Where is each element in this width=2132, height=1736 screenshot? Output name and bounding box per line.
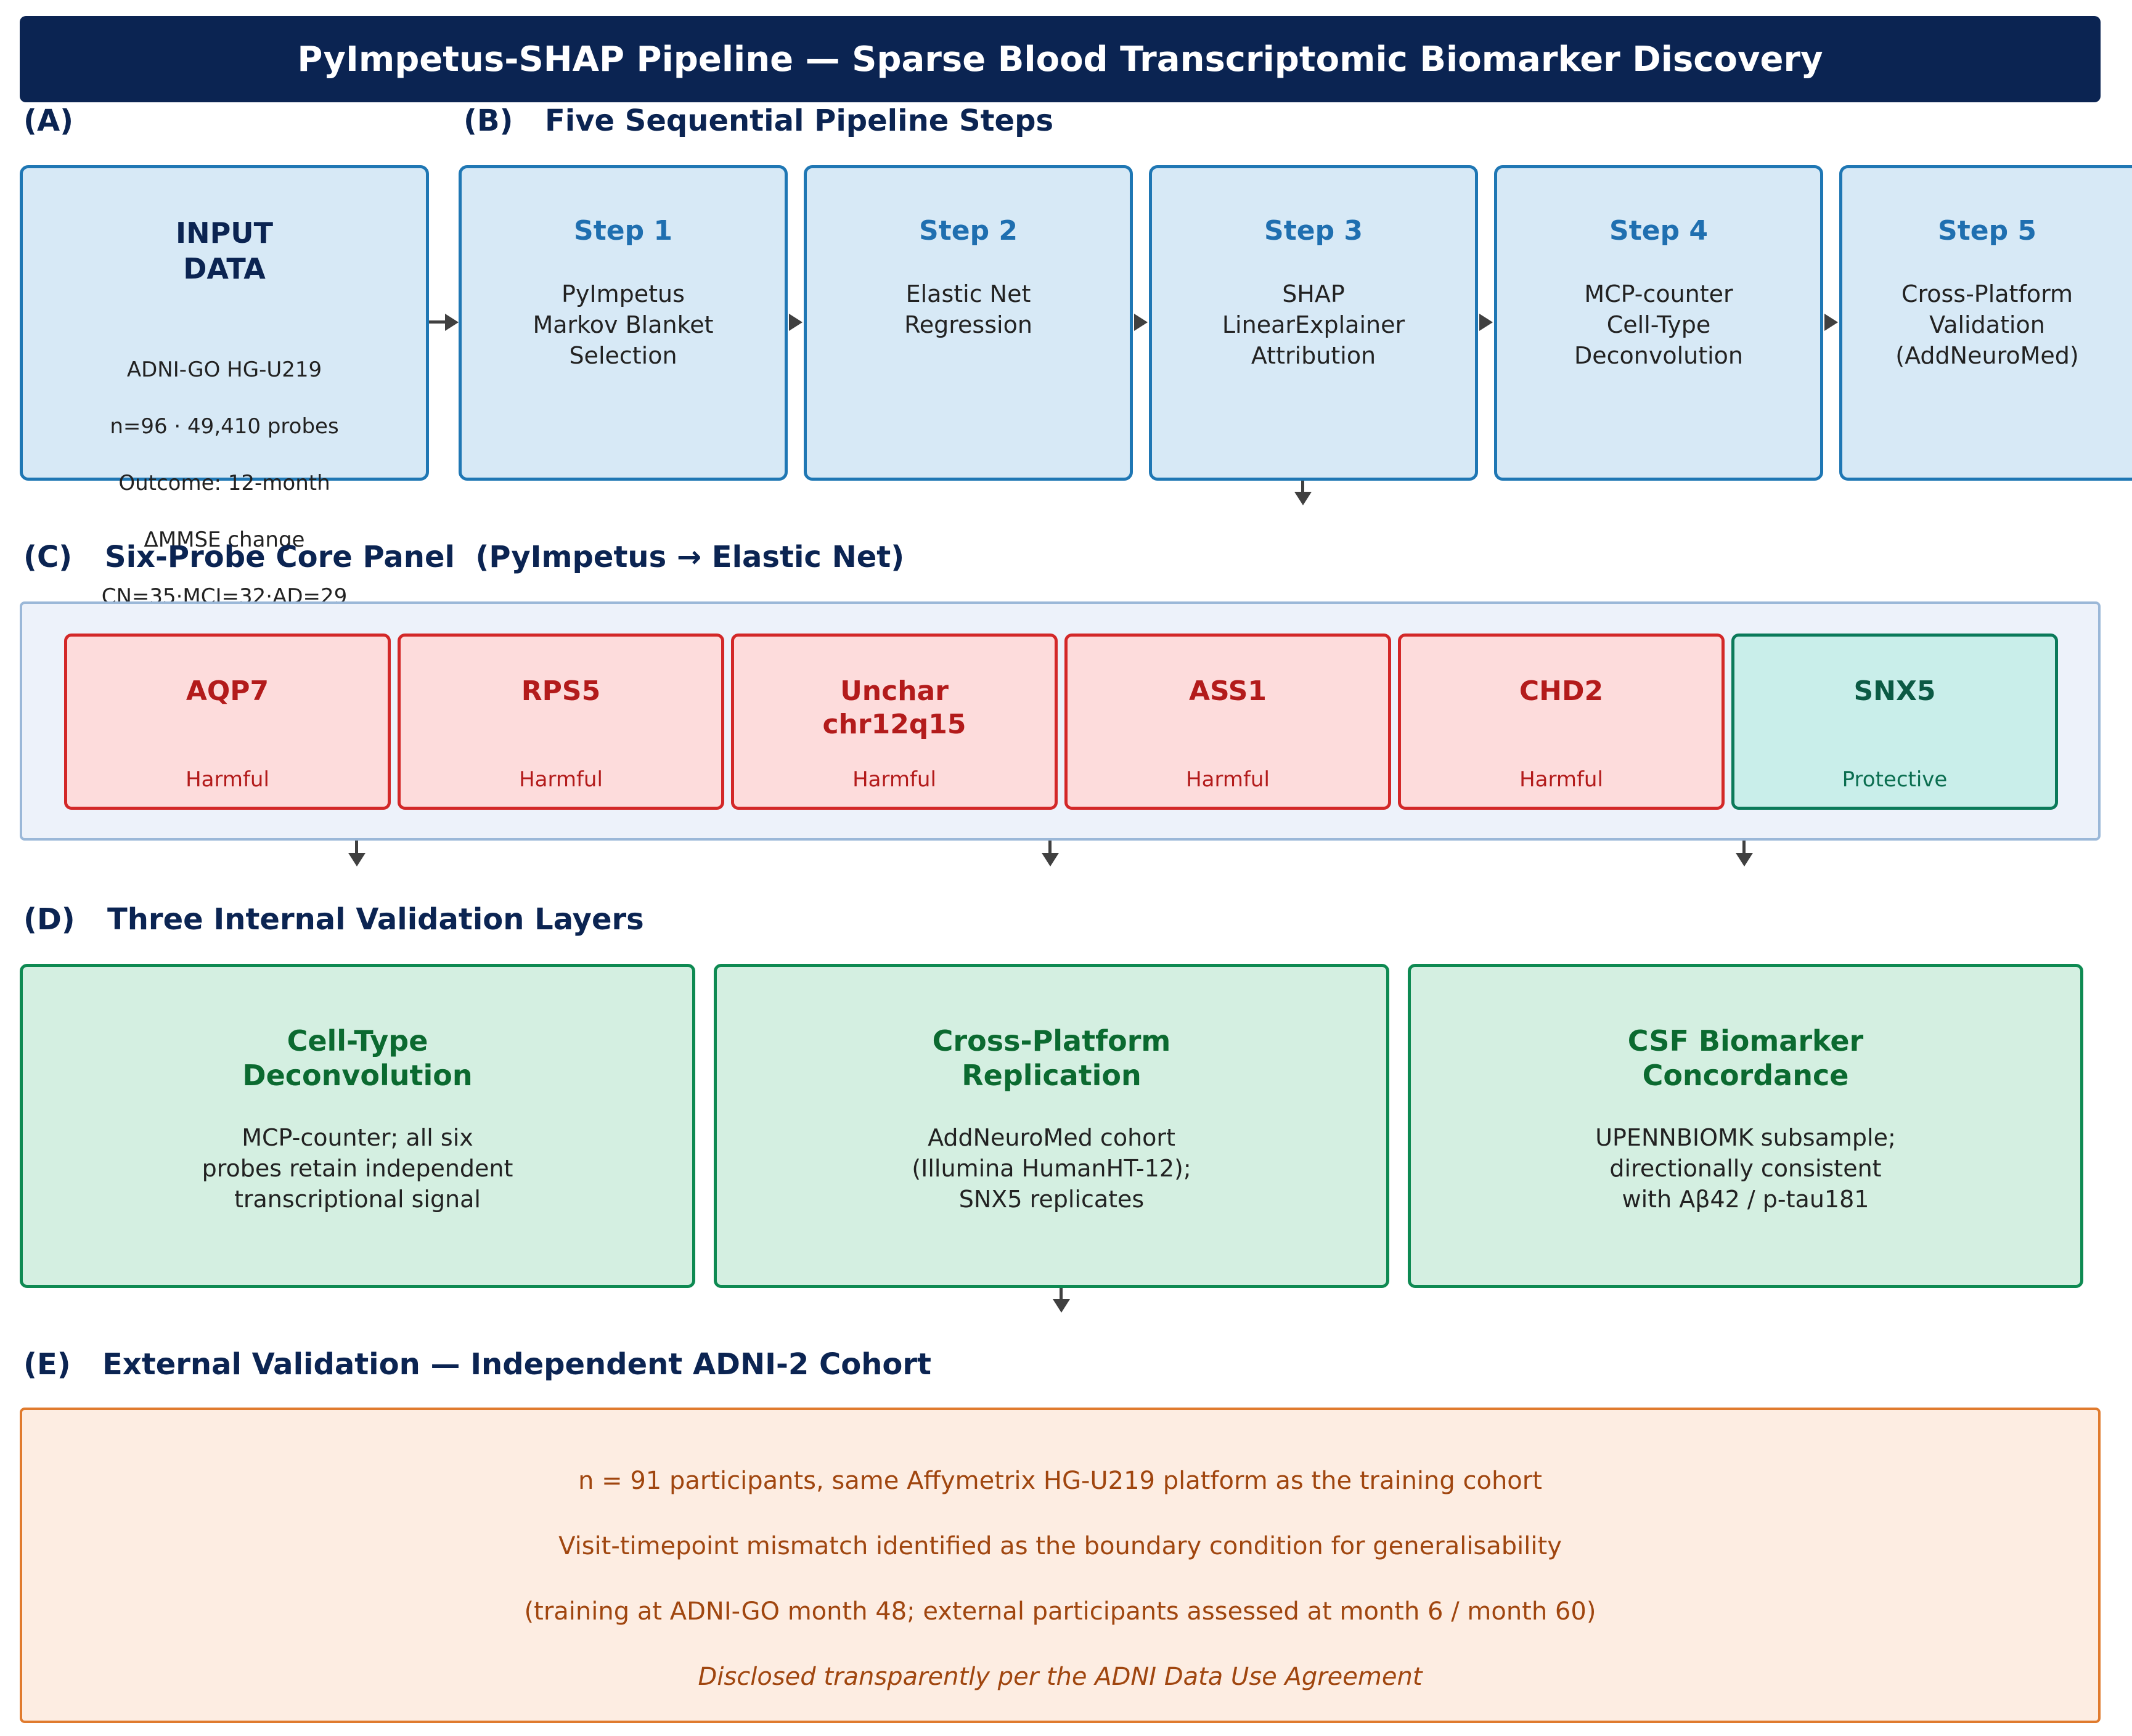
panel-a-label: (A)	[23, 104, 74, 138]
probe-name: RPS5	[521, 675, 601, 707]
panel-d-title: Three Internal Validation Layers	[107, 902, 644, 937]
title-banner: PyImpetus-SHAP Pipeline — Sparse Blood T…	[20, 16, 2101, 102]
arrow-input-to-step1	[429, 314, 459, 331]
panel-c-label: (C)	[23, 540, 73, 574]
step-1-description: PyImpetus Markov Blanket Selection	[533, 280, 714, 369]
step-2-box: Step 2 Elastic Net Regression	[804, 165, 1133, 481]
external-line: (training at ADNI-GO month 48; external …	[524, 1597, 1596, 1626]
probe-name: CHD2	[1519, 675, 1604, 707]
input-line: n=96 · 49,410 probes	[110, 414, 339, 439]
step-2-title: Step 2	[919, 215, 1018, 247]
probe-effect: Protective	[1842, 767, 1948, 792]
input-data-box: INPUT DATA ADNI-GO HG-U219 n=96 · 49,410…	[20, 165, 429, 609]
probe-effect: Harmful	[1186, 767, 1270, 792]
arrow-panel-to-validation-1	[348, 841, 366, 866]
arrow-step3-to-step4	[1478, 314, 1494, 331]
input-data-title: INPUT DATA	[175, 216, 274, 285]
input-line: ADNI-GO HG-U219	[126, 357, 322, 382]
step-5-description: Cross-Platform Validation (AddNeuroMed)	[1895, 280, 2079, 369]
validation-box-cross-platform: Cross-Platform Replication AddNeuroMed c…	[714, 964, 1389, 1288]
step-1-box: Step 1 PyImpetus Markov Blanket Selectio…	[459, 165, 788, 481]
validation-title: Cell-Type Deconvolution	[242, 1024, 473, 1092]
step-3-box: Step 3 SHAP LinearExplainer Attribution	[1149, 165, 1478, 481]
arrow-step4-to-step5	[1823, 314, 1839, 331]
arrow-panel-to-validation-3	[1736, 841, 1753, 866]
arrow-steps-to-panel	[1294, 481, 1312, 505]
probe-card-chd2: CHD2 Harmful	[1398, 634, 1725, 810]
external-line: Visit-timepoint mismatch identified as t…	[558, 1532, 1562, 1560]
step-3-title: Step 3	[1264, 215, 1363, 247]
panel-d-label: (D)	[23, 902, 75, 937]
arrow-panel-to-validation-2	[1042, 841, 1059, 866]
input-line: ΔMMSE change	[144, 528, 305, 552]
validation-description: UPENNBIOMK subsample; directionally cons…	[1595, 1124, 1896, 1213]
probe-effect: Harmful	[1519, 767, 1603, 792]
probe-name: SNX5	[1853, 675, 1936, 707]
validation-description: MCP-counter; all six probes retain indep…	[202, 1124, 513, 1213]
panel-e-label: (E)	[23, 1347, 71, 1382]
panel-b-label: (B)	[464, 104, 513, 138]
probe-name: AQP7	[186, 675, 269, 707]
step-5-box: Step 5 Cross-Platform Validation (AddNeu…	[1839, 165, 2132, 481]
validation-description: AddNeuroMed cohort (Illumina HumanHT-12)…	[912, 1124, 1191, 1213]
step-3-description: SHAP LinearExplainer Attribution	[1222, 280, 1405, 369]
arrow-step2-to-step3	[1133, 314, 1149, 331]
step-5-title: Step 5	[1938, 215, 2036, 247]
arrow-validation-to-external	[1053, 1288, 1070, 1313]
external-line: n = 91 participants, same Affymetrix HG-…	[578, 1467, 1542, 1495]
probe-effect: Harmful	[852, 767, 936, 792]
step-4-description: MCP-counter Cell-Type Deconvolution	[1574, 280, 1744, 369]
validation-box-deconvolution: Cell-Type Deconvolution MCP-counter; all…	[20, 964, 695, 1288]
probe-name: ASS1	[1188, 675, 1267, 707]
probe-effect: Harmful	[519, 767, 603, 792]
step-4-title: Step 4	[1609, 215, 1708, 247]
probe-card-rps5: RPS5 Harmful	[398, 634, 724, 810]
probe-card-unchar-chr12q15: Unchar chr12q15 Harmful	[731, 634, 1058, 810]
external-validation-box: n = 91 participants, same Affymetrix HG-…	[20, 1408, 2101, 1723]
step-4-box: Step 4 MCP-counter Cell-Type Deconvoluti…	[1494, 165, 1823, 481]
probe-effect: Harmful	[186, 767, 269, 792]
step-1-title: Step 1	[574, 215, 672, 247]
validation-title: Cross-Platform Replication	[932, 1024, 1171, 1092]
external-note: Disclosed transparently per the ADNI Dat…	[698, 1663, 1423, 1691]
panel-e-title: External Validation — Independent ADNI-2…	[102, 1347, 931, 1382]
step-2-description: Elastic Net Regression	[904, 280, 1032, 338]
probe-name: Unchar chr12q15	[822, 675, 966, 740]
probe-card-aqp7: AQP7 Harmful	[64, 634, 391, 810]
panel-c-title: Six-Probe Core Panel (PyImpetus → Elasti…	[105, 540, 905, 574]
panel-b-title: Five Sequential Pipeline Steps	[545, 104, 1054, 138]
probe-card-snx5: SNX5 Protective	[1731, 634, 2058, 810]
validation-title: CSF Biomarker Concordance	[1627, 1024, 1864, 1092]
probe-card-ass1: ASS1 Harmful	[1064, 634, 1391, 810]
arrow-step1-to-step2	[788, 314, 804, 331]
input-line: Outcome: 12-month	[118, 471, 330, 495]
input-data-details: ADNI-GO HG-U219 n=96 · 49,410 probes Out…	[102, 327, 348, 639]
validation-box-csf: CSF Biomarker Concordance UPENNBIOMK sub…	[1408, 964, 2083, 1288]
